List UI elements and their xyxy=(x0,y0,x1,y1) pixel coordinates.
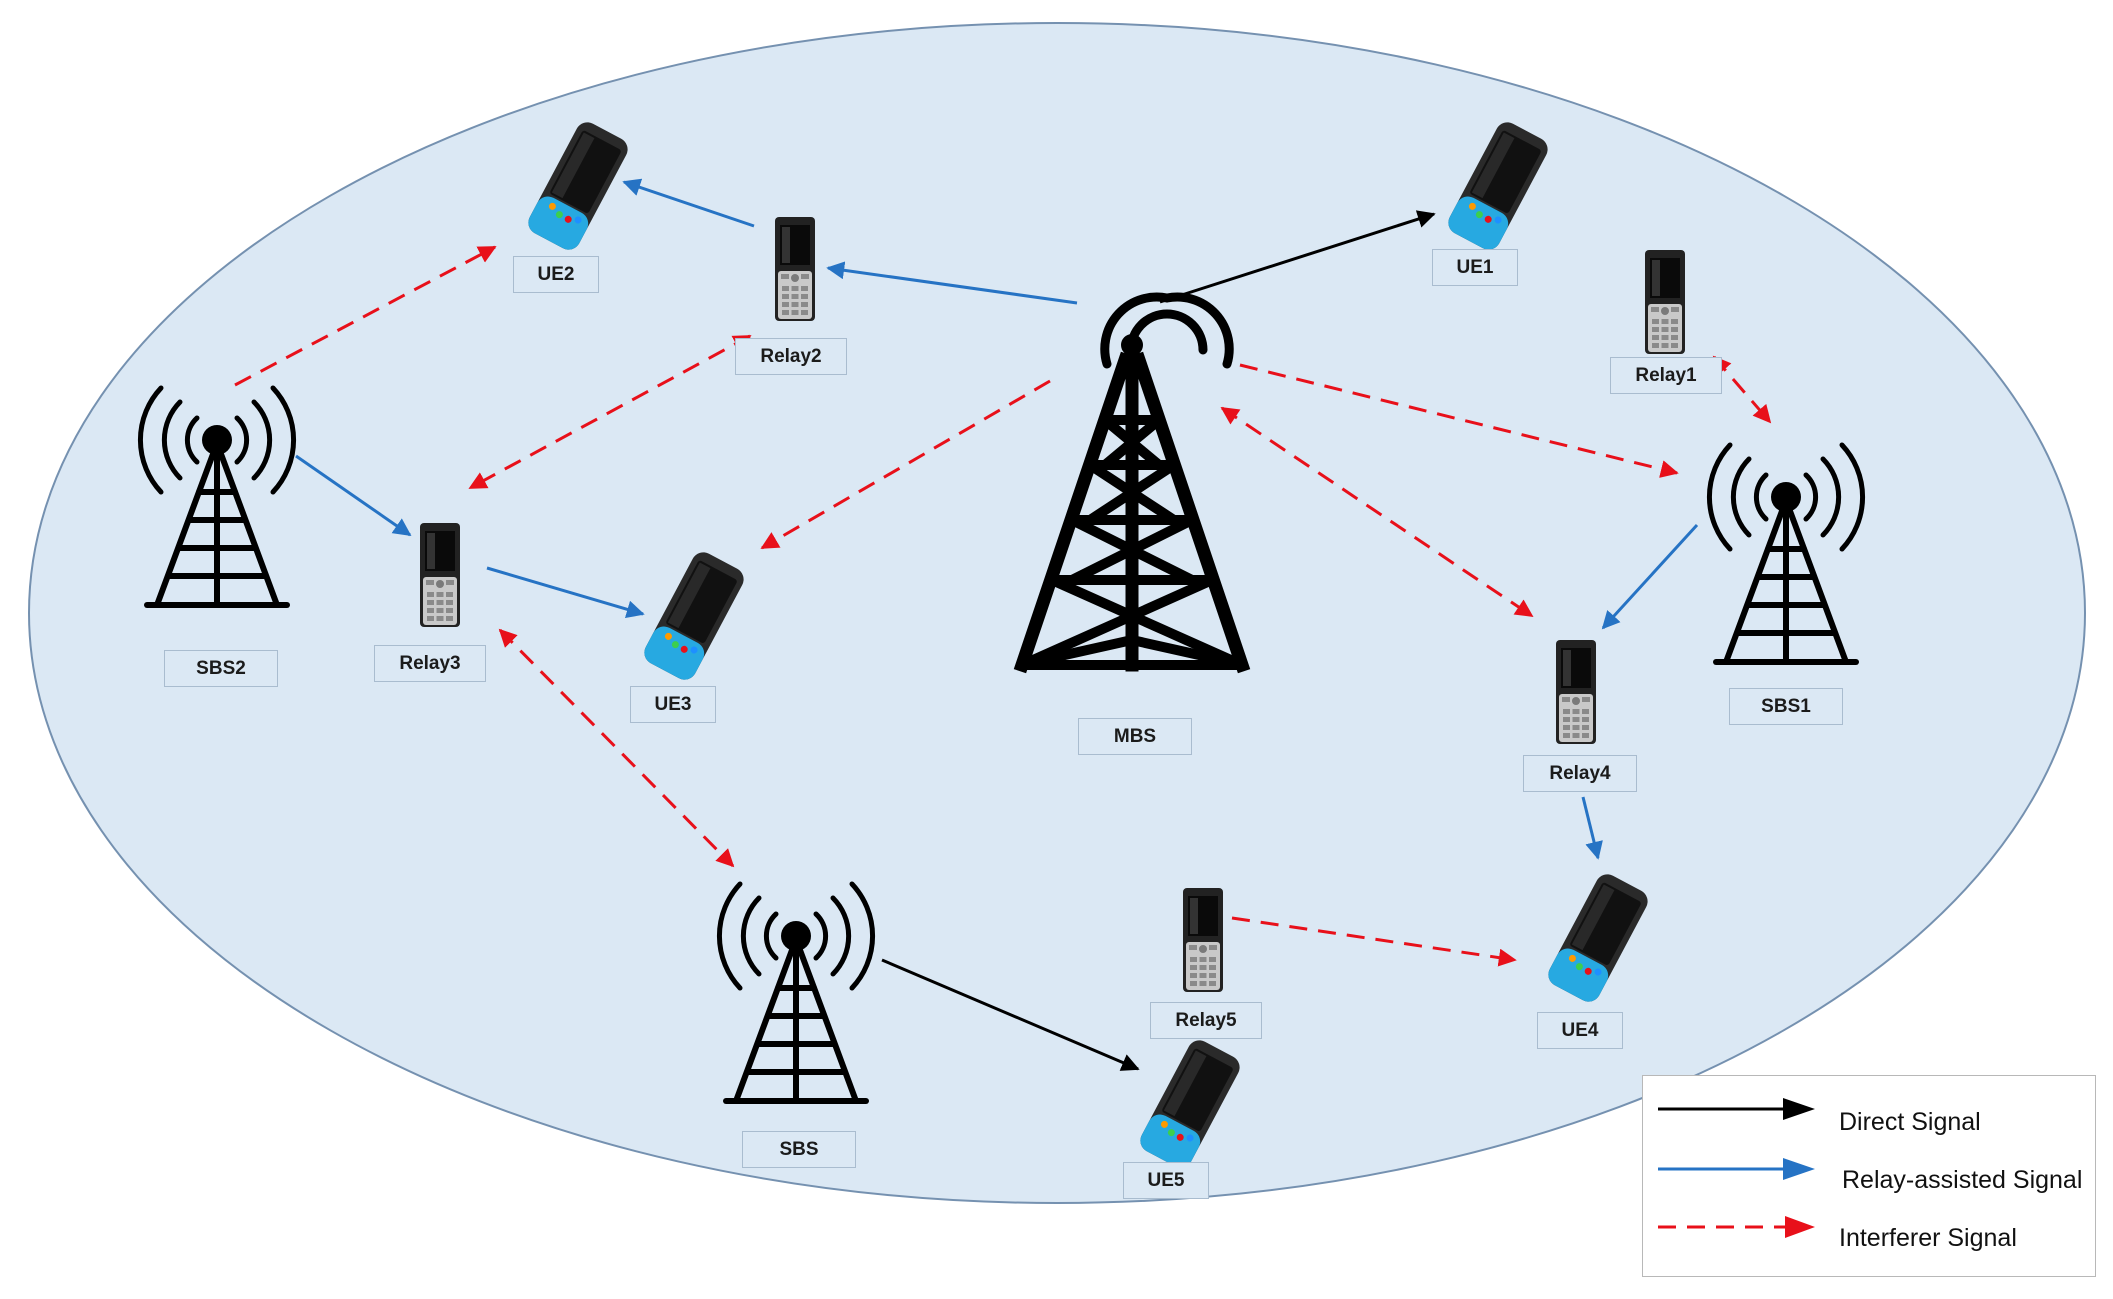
label-ue5: UE5 xyxy=(1123,1162,1209,1199)
legend-relay-arrow xyxy=(1658,1158,1815,1180)
label-ue1: UE1 xyxy=(1432,249,1518,286)
relay-link-sbs1-relay4 xyxy=(1601,523,1699,630)
legend-interferer-arrow xyxy=(1658,1216,1815,1238)
interferer-link-sbs2-ue2 xyxy=(234,245,497,387)
feature-phone-icon-relay4 xyxy=(1556,640,1596,744)
label-sbs2: SBS2 xyxy=(164,650,278,687)
interferer-link-relay1-sbs1 xyxy=(1712,355,1772,424)
legend: Direct Signal Relay-assisted Signal Inte… xyxy=(1642,1075,2096,1277)
interferer-link-relay3-sbs xyxy=(498,628,735,868)
legend-interferer-label: Interferer Signal xyxy=(1839,1224,2017,1252)
direct-link-sbs-ue5 xyxy=(881,958,1140,1071)
label-sbs: SBS xyxy=(742,1131,856,1168)
label-sbs1: SBS1 xyxy=(1729,688,1843,725)
label-relay2: Relay2 xyxy=(735,338,847,375)
coverage-area xyxy=(28,22,2086,1204)
feature-phone-icon-relay3 xyxy=(420,523,460,627)
label-ue3: UE3 xyxy=(630,686,716,723)
legend-relay-label: Relay-assisted Signal xyxy=(1842,1166,2083,1194)
feature-phone-icon-relay1 xyxy=(1645,250,1685,354)
relay-link-mbs-relay2 xyxy=(826,261,1078,305)
feature-phone-icon-relay2 xyxy=(775,217,815,321)
label-ue4: UE4 xyxy=(1537,1012,1623,1049)
interferer-link-relay2-relay3 xyxy=(468,334,752,490)
relay-link-relay3-ue3 xyxy=(486,566,645,619)
label-relay4: Relay4 xyxy=(1523,755,1637,792)
interferer-link-relay5-ue4 xyxy=(1231,916,1517,967)
label-relay5: Relay5 xyxy=(1150,1002,1262,1039)
label-mbs: MBS xyxy=(1078,718,1192,755)
relay-link-relay2-ue2 xyxy=(622,178,755,228)
label-relay3: Relay3 xyxy=(374,645,486,682)
relay-link-sbs2-relay3 xyxy=(295,454,412,537)
label-relay1: Relay1 xyxy=(1610,357,1722,394)
direct-link-mbs-ue1 xyxy=(1159,210,1436,304)
legend-direct-label: Direct Signal xyxy=(1839,1108,1981,1136)
feature-phone-icon-relay5 xyxy=(1183,888,1223,992)
interferer-link-mbs-sbs1 xyxy=(1239,363,1679,478)
interferer-link-mbs-relay4 xyxy=(1220,406,1534,618)
label-ue2: UE2 xyxy=(513,256,599,293)
interferer-link-mbs-ue3 xyxy=(760,379,1051,550)
relay-link-relay4-ue4 xyxy=(1581,796,1603,860)
legend-direct-arrow xyxy=(1658,1098,1815,1120)
macro-tower-icon xyxy=(1013,292,1251,674)
